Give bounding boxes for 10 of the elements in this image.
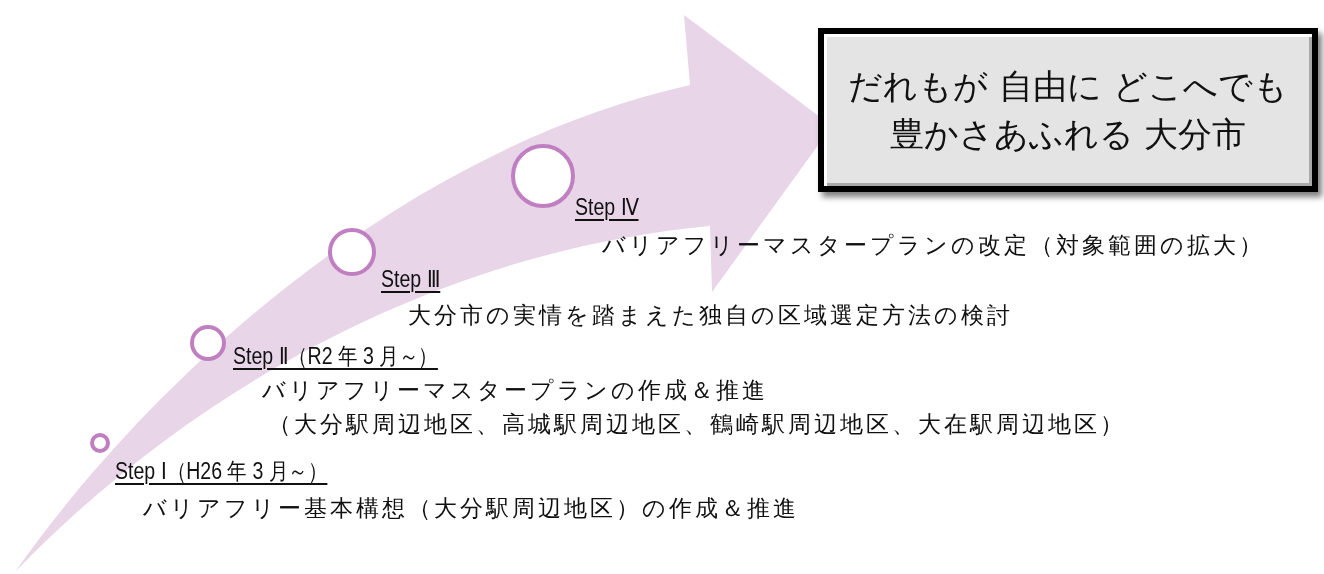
goal-box: だれもが 自由に どこへでも豊かさあふれる 大分市 — [818, 28, 1318, 192]
step-description: バリアフリーマスタープランの作成＆推進 — [262, 376, 768, 405]
step-description: バリアフリーマスタープランの改定（対象範囲の拡大） — [602, 231, 1265, 260]
step-heading: Step Ⅳ — [575, 194, 639, 221]
step-description: 大分市の実情を踏まえた独自の区域選定方法の検討 — [408, 301, 1013, 330]
step-description: バリアフリー基本構想（大分駅周辺地区）の作成＆推進 — [143, 494, 799, 523]
step-description: （大分駅周辺地区、高城駅周辺地区、鶴崎駅周辺地区、大在駅周辺地区） — [268, 410, 1126, 439]
step-heading: Step Ⅲ — [381, 266, 441, 293]
step-heading: Step Ⅱ（R2 年 3 月～） — [233, 342, 438, 371]
step-heading: Step Ⅰ（H26 年 3 月～） — [115, 457, 328, 486]
